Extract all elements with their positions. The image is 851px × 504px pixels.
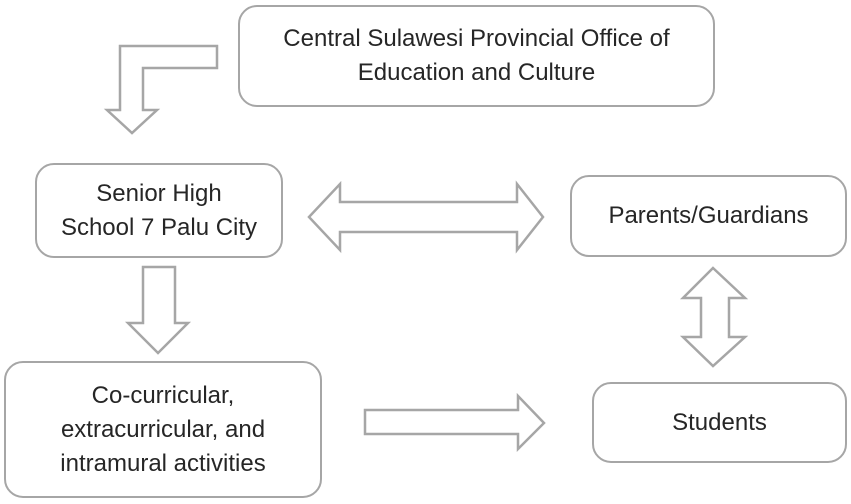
double-arrow-school-parents: [307, 180, 545, 254]
right-arrow-activities-to-students: [363, 392, 546, 453]
node-label-line: Central Sulawesi Provincial Office of: [283, 25, 670, 52]
node-label-line: Co-curricular,: [91, 381, 235, 409]
bent-arrow-office-to-school: [103, 44, 219, 135]
node-parents-guardians: Parents/Guardians: [570, 175, 847, 257]
node-students: Students: [592, 382, 847, 463]
node-label-line: Students: [672, 408, 767, 436]
node-senior-high-school: Senior High School 7 Palu City: [35, 163, 283, 258]
double-arrow-parents-students: [679, 266, 749, 368]
node-label-line: Education and Culture: [357, 59, 596, 86]
node-label-line: School 7 Palu City: [60, 213, 258, 241]
node-provincial-office: Central Sulawesi Provincial Office of Ed…: [238, 5, 715, 107]
node-label-line: extracurricular, and: [60, 415, 266, 443]
node-label-line: intramural activities: [60, 449, 266, 477]
down-arrow-school-to-activities: [124, 265, 192, 355]
node-label-line: Parents/Guardians: [608, 202, 809, 229]
node-activities: Co-curricular, extracurricular, and intr…: [4, 361, 322, 498]
node-label-line: Senior High: [96, 179, 222, 207]
